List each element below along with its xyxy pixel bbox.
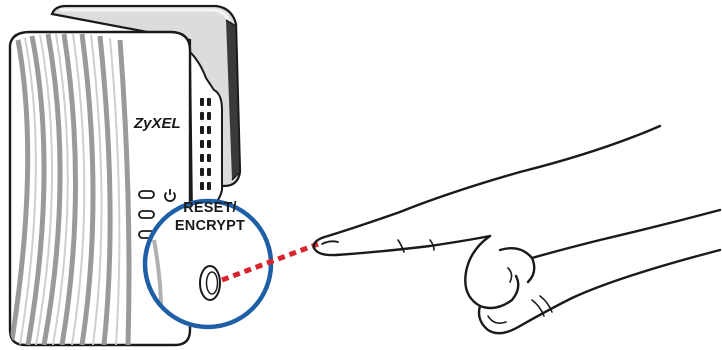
pointing-hand-icon xyxy=(314,126,720,333)
power-led xyxy=(139,191,154,198)
encrypt-label: ENCRYPT xyxy=(151,218,269,235)
reset-button-icon xyxy=(200,266,220,300)
brand-logo: ZyXEL xyxy=(133,115,181,132)
reset-label: RESET/ xyxy=(151,200,269,217)
brand-text: ZyXEL xyxy=(133,115,181,132)
